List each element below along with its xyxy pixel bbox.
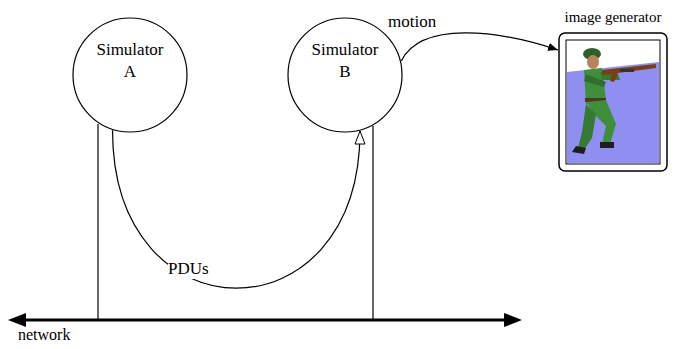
edge-label: motion [388, 12, 436, 32]
network-tap [372, 126, 373, 320]
network-arrowhead [504, 313, 522, 327]
edge-label: PDUs [168, 259, 209, 279]
simulator-circle: Simulator B [287, 17, 403, 133]
node-label: Simulator A [90, 17, 170, 83]
curved-arrow [401, 33, 558, 61]
network-tap [97, 124, 98, 320]
monitor-frame [559, 33, 667, 171]
monitor-outline [558, 32, 668, 172]
network-line [24, 319, 506, 322]
node-heading: image generator [564, 6, 661, 28]
simulator-circle: Simulator A [72, 17, 188, 133]
soldier-illustration [567, 48, 659, 163]
network-label: network [18, 325, 70, 345]
node-label: Simulator B [305, 17, 385, 83]
curved-arrow [113, 130, 360, 288]
network-arrowhead [8, 313, 26, 327]
image-generator-box: image generator [558, 32, 668, 172]
monitor-screen [566, 40, 660, 164]
